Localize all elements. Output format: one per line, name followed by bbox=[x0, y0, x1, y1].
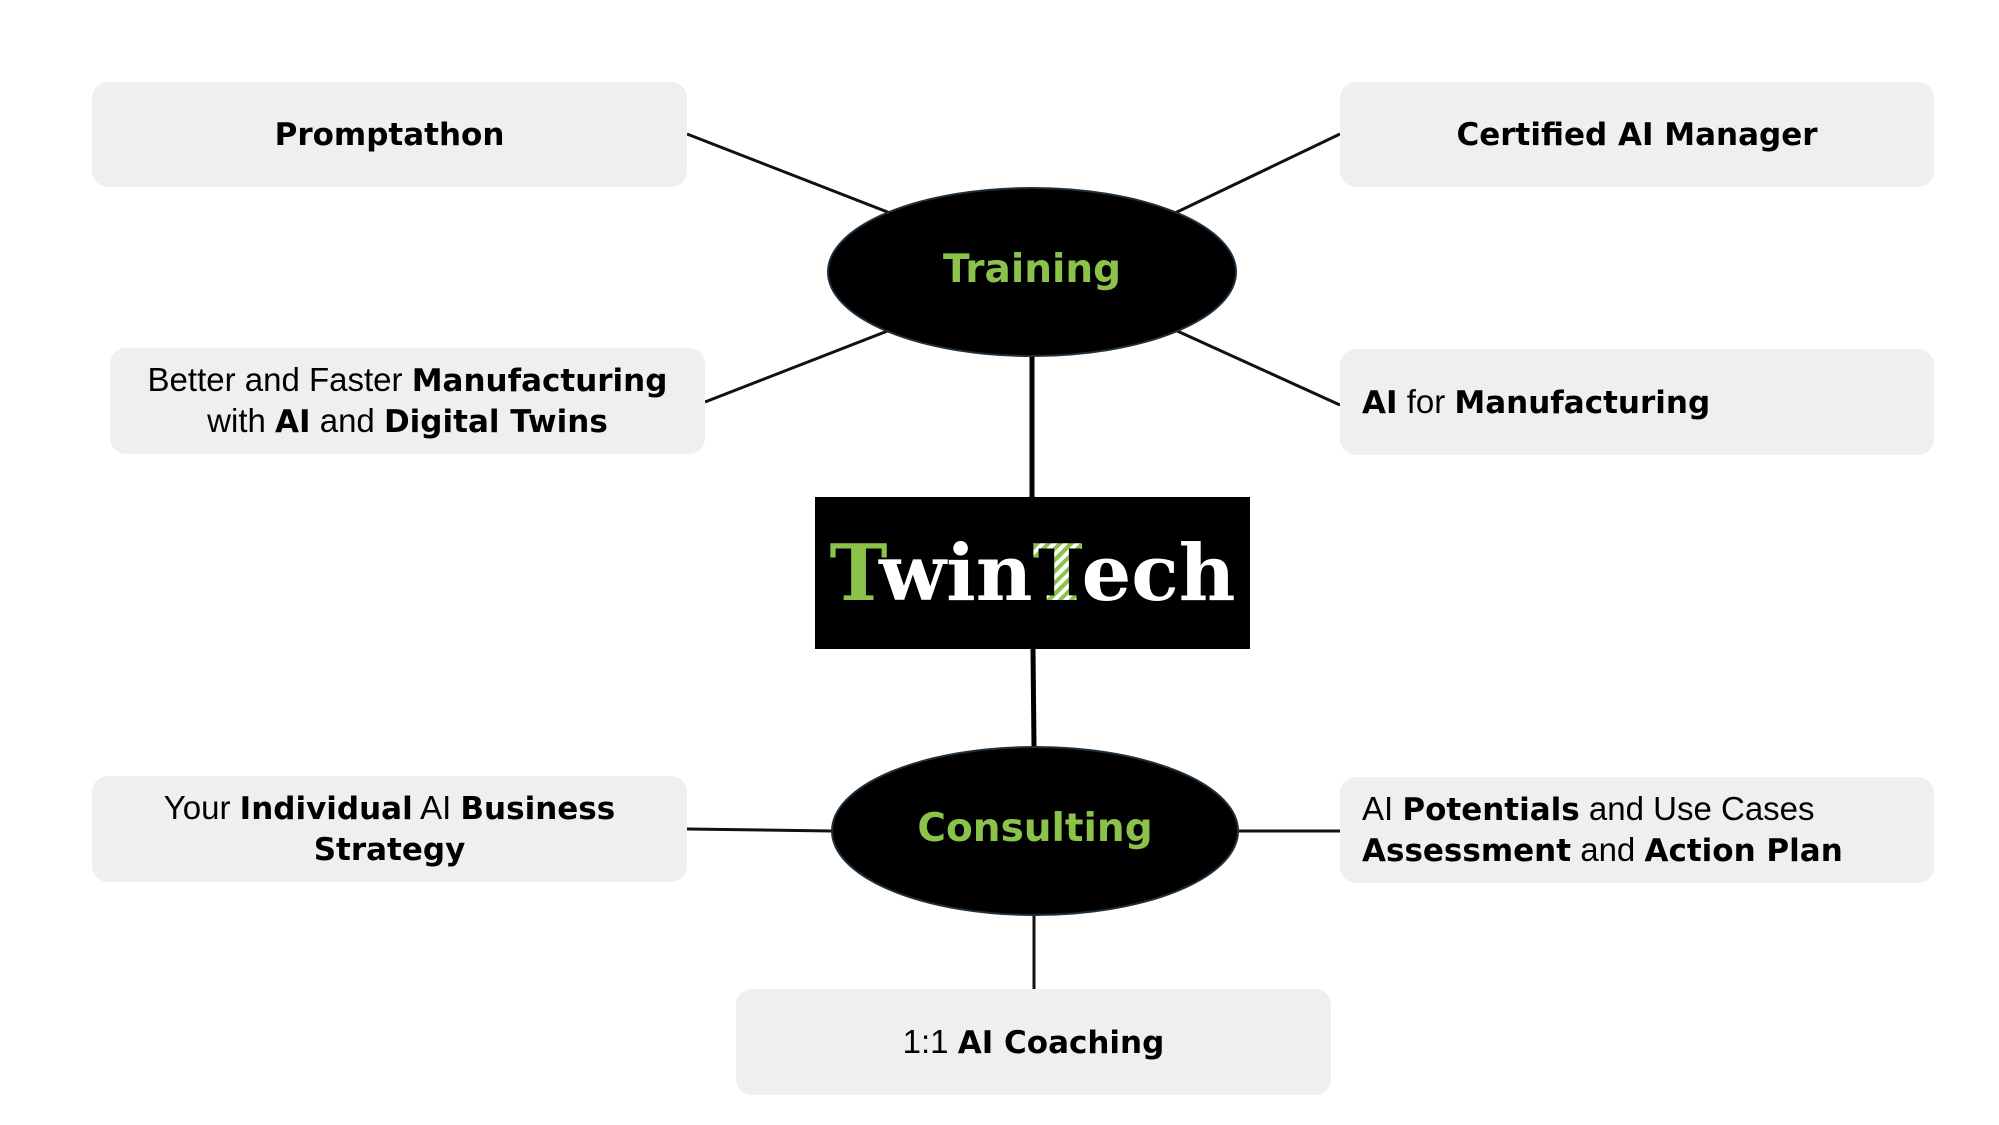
connector-training-certified bbox=[1174, 132, 1341, 215]
training-hub-label: Training bbox=[942, 247, 1122, 292]
promptathon-label: Promptathon bbox=[274, 116, 505, 153]
connector-training-promptathon bbox=[686, 132, 891, 215]
connector-logo-consulting bbox=[1030, 648, 1037, 749]
connector-training-ai-manufacturing bbox=[1174, 328, 1341, 407]
ai-potentials-label: AI Potentials and Use Cases Assessment a… bbox=[1362, 790, 1843, 869]
twintech-logo: TwinTech bbox=[815, 497, 1250, 649]
certified-ai-manager-label: Certified AI Manager bbox=[1456, 116, 1818, 153]
better-faster-manufacturing-label: Better and Faster Manufacturing with AI … bbox=[147, 361, 668, 440]
consulting-hub-shape bbox=[831, 746, 1239, 916]
training-hub-shape bbox=[827, 187, 1237, 357]
business-strategy-box: Your Individual AI Business Strategy bbox=[92, 776, 687, 882]
ai-for-manufacturing-label: AI for Manufacturing bbox=[1362, 382, 1711, 421]
connector-consulting-strategy bbox=[686, 827, 833, 833]
better-faster-manufacturing-box: Better and Faster Manufacturing with AI … bbox=[110, 348, 705, 454]
ai-potentials-box: AI Potentials and Use Cases Assessment a… bbox=[1340, 777, 1934, 883]
certified-ai-manager-box: Certified AI Manager bbox=[1340, 82, 1934, 187]
ai-coaching-box: 1:1 AI Coaching bbox=[736, 989, 1331, 1095]
connector-training-better-faster bbox=[704, 328, 891, 404]
logo-wordmark: TwinTech bbox=[829, 527, 1236, 619]
business-strategy-label: Your Individual AI Business Strategy bbox=[163, 789, 616, 868]
promptathon-box: Promptathon bbox=[92, 82, 687, 187]
ai-coaching-label: 1:1 AI Coaching bbox=[902, 1022, 1165, 1061]
ai-for-manufacturing-box: AI for Manufacturing bbox=[1340, 349, 1934, 455]
consulting-hub-label: Consulting bbox=[917, 806, 1153, 851]
